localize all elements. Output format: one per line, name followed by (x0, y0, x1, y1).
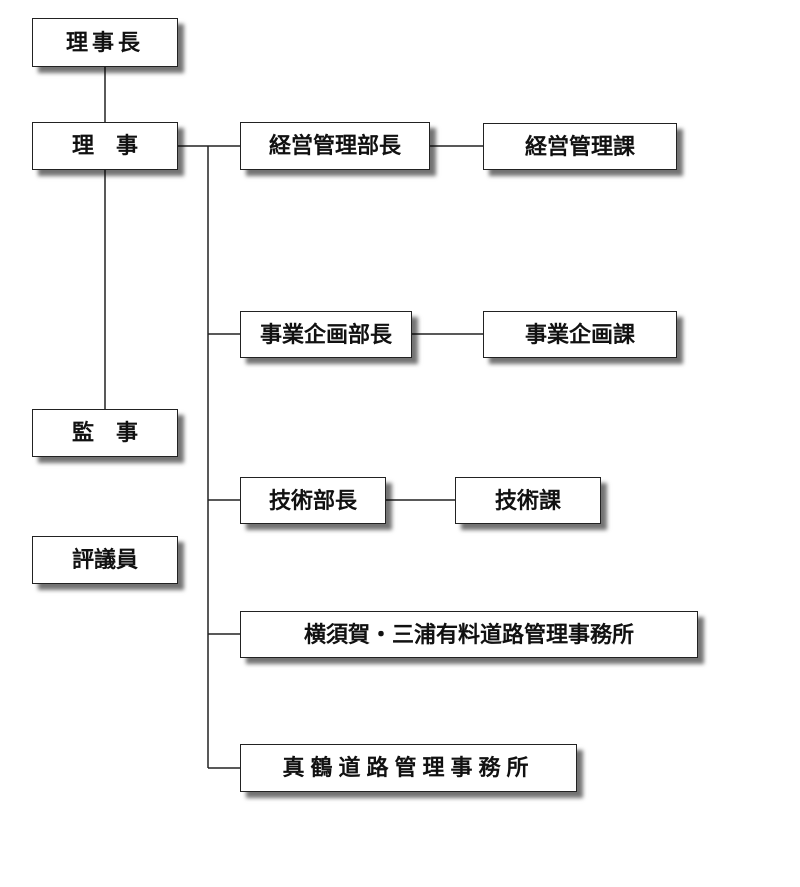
chairman-box: 理事長 (32, 18, 178, 67)
director-label: 理 事 (71, 133, 138, 159)
office-label: 横須賀・三浦有料道路管理事務所 (303, 621, 634, 648)
section-box-planning: 事業企画課 (483, 311, 677, 358)
councilor-box: 評議員 (32, 536, 178, 584)
chairman-label: 理事長 (65, 29, 144, 56)
director-box: 理 事 (32, 122, 178, 170)
section-label: 事業企画課 (524, 321, 635, 348)
councilor-label: 評議員 (71, 547, 138, 573)
department-head-label: 経営管理部長 (268, 133, 401, 159)
auditor-box: 監 事 (32, 409, 178, 457)
department-head-label: 技術部長 (268, 487, 357, 514)
department-head-box-planning: 事業企画部長 (240, 311, 412, 358)
office-box-yokosuka-miura: 横須賀・三浦有料道路管理事務所 (240, 611, 698, 658)
section-label: 経営管理課 (524, 133, 635, 160)
section-box-technical: 技術課 (455, 477, 601, 524)
department-head-label: 事業企画部長 (259, 321, 392, 348)
section-box-management: 経営管理課 (483, 123, 677, 170)
auditor-label: 監 事 (71, 420, 138, 446)
section-label: 技術課 (494, 487, 561, 514)
office-box-manazuru: 真鶴道路管理事務所 (240, 744, 577, 792)
department-head-box-technical: 技術部長 (240, 477, 386, 524)
office-label: 真鶴道路管理事務所 (282, 755, 535, 781)
department-head-box-management: 経営管理部長 (240, 122, 430, 170)
